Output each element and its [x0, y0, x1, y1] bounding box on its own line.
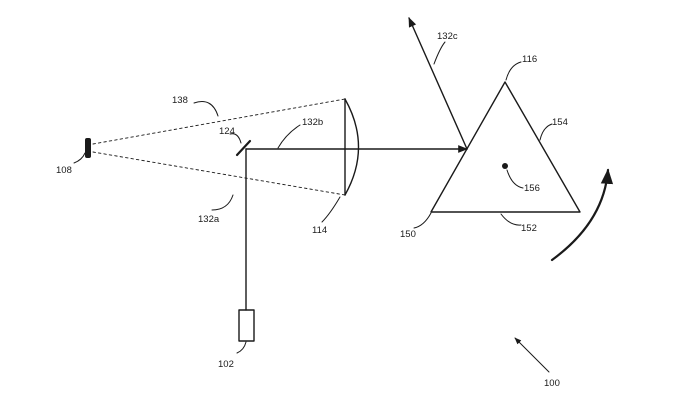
- leader-132b: [277, 124, 301, 149]
- label-132b: 132b: [302, 117, 323, 128]
- leader-156: [506, 169, 524, 189]
- label-150: 150: [400, 229, 416, 240]
- leader-114: [321, 196, 341, 223]
- label-138: 138: [172, 95, 188, 106]
- label-100: 100: [544, 378, 560, 389]
- label-152: 152: [521, 223, 537, 234]
- label-156: 156: [524, 183, 540, 194]
- lens: [344, 98, 360, 196]
- label-114: 114: [312, 225, 327, 236]
- leader-132c: [433, 41, 446, 65]
- field-of-view-upper: [92, 98, 346, 145]
- rotation-axis: [502, 163, 508, 169]
- leader-116: [505, 61, 522, 81]
- leader-108: [73, 152, 86, 164]
- rotation-arrow: [550, 168, 614, 262]
- leader-150: [413, 212, 432, 229]
- label-154: 154: [552, 117, 568, 128]
- leader-152: [500, 213, 522, 226]
- mirror: [235, 139, 252, 157]
- label-108: 108: [56, 165, 72, 176]
- system-arrow: [514, 337, 550, 373]
- prism: [430, 81, 581, 213]
- label-132c: 132c: [437, 31, 458, 42]
- leader-132a: [211, 194, 234, 211]
- label-102: 102: [218, 359, 234, 370]
- field-of-view-lower: [92, 151, 346, 196]
- label-124: 124: [219, 126, 235, 137]
- label-116: 116: [522, 54, 537, 65]
- detector: [85, 138, 91, 158]
- light-source: [238, 309, 255, 342]
- label-132a: 132a: [198, 214, 220, 225]
- beam-132c: [408, 17, 468, 150]
- leader-124: [229, 133, 242, 144]
- leader-138: [193, 101, 219, 117]
- leader-154: [539, 123, 553, 141]
- leader-102: [236, 341, 247, 354]
